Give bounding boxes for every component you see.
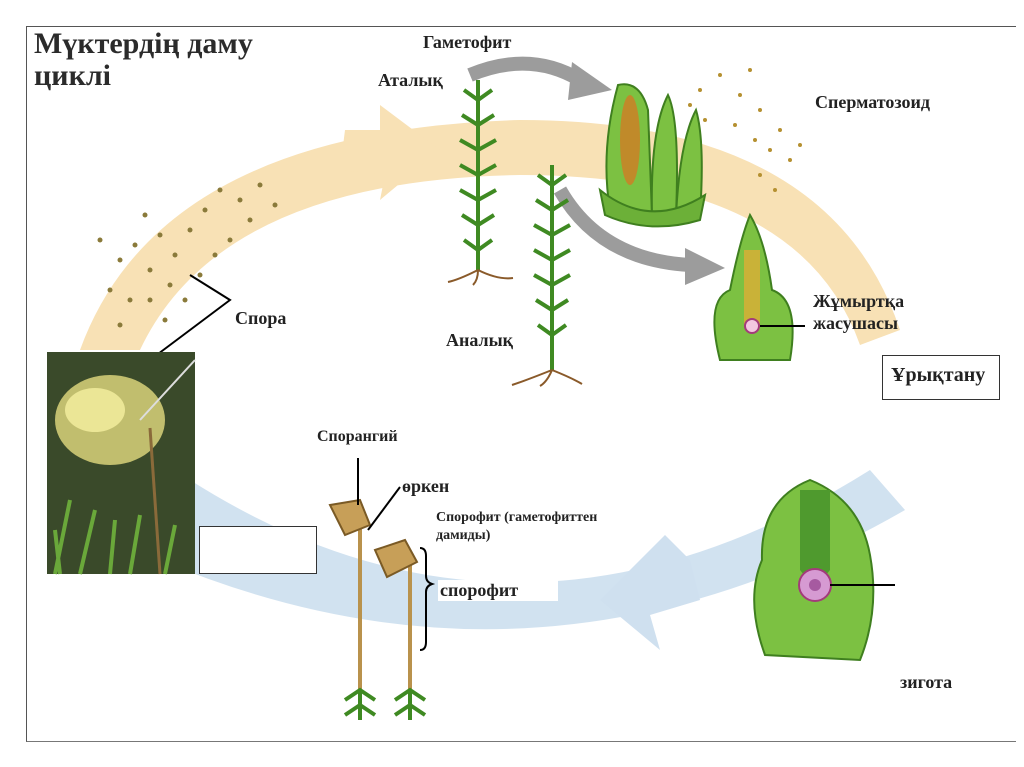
- diagram-frame: [26, 26, 1016, 742]
- label-spore: Спора: [235, 308, 287, 328]
- label-zygote: зигота: [900, 672, 953, 692]
- label-sporophyte: спорофит: [438, 580, 559, 601]
- spore-dots: [97, 182, 278, 328]
- fertilization-box: Ұрықтану: [882, 355, 1000, 400]
- label-fertilization: Ұрықтану: [891, 364, 986, 386]
- archegonium-illustration: [713, 212, 794, 361]
- label-sporophyte-note: Спорофит (гаметофиттен дамиды): [436, 509, 597, 545]
- label-female: Аналық: [446, 330, 514, 350]
- label-egg-cell: Жұмыртқа жасушасы: [813, 290, 904, 334]
- egg-cell: [744, 318, 760, 334]
- female-to-archegonium-arrow: [553, 186, 691, 272]
- zygote-illustration: [753, 478, 875, 662]
- title-line-1: Мүктердің даму: [34, 27, 253, 60]
- title-line-2: циклі: [34, 59, 112, 92]
- male-moss-plant: [459, 80, 497, 270]
- upper-arc-arrowhead: [340, 105, 440, 200]
- label-gametophyte: Гаметофит: [423, 32, 512, 52]
- label-egg-line-1: Жұмыртқа: [813, 291, 905, 311]
- label-sporangium: Спорангий: [317, 428, 398, 445]
- diagram-title: Мүктердің даму циклі: [34, 28, 253, 92]
- label-sporophyte-note-line-2: дамиды): [436, 528, 491, 543]
- antheridium-illustration: [598, 83, 707, 228]
- label-sperm: Сперматозоид: [815, 92, 930, 112]
- female-moss-plant: [533, 165, 571, 370]
- blank-label-box: [199, 526, 317, 574]
- label-male: Аталық: [378, 70, 443, 90]
- label-egg-line-2: жасушасы: [813, 313, 899, 333]
- sporophyte-plants: [328, 498, 427, 720]
- sporophyte-phase-arc: [160, 470, 905, 630]
- label-seta: өркен: [402, 476, 450, 496]
- lower-arc-arrowhead: [600, 535, 700, 650]
- male-to-antheridium-arrow: [467, 56, 584, 87]
- sperm-cells: [688, 68, 802, 192]
- label-sporophyte-note-line-1: Спорофит (гаметофиттен: [436, 510, 598, 525]
